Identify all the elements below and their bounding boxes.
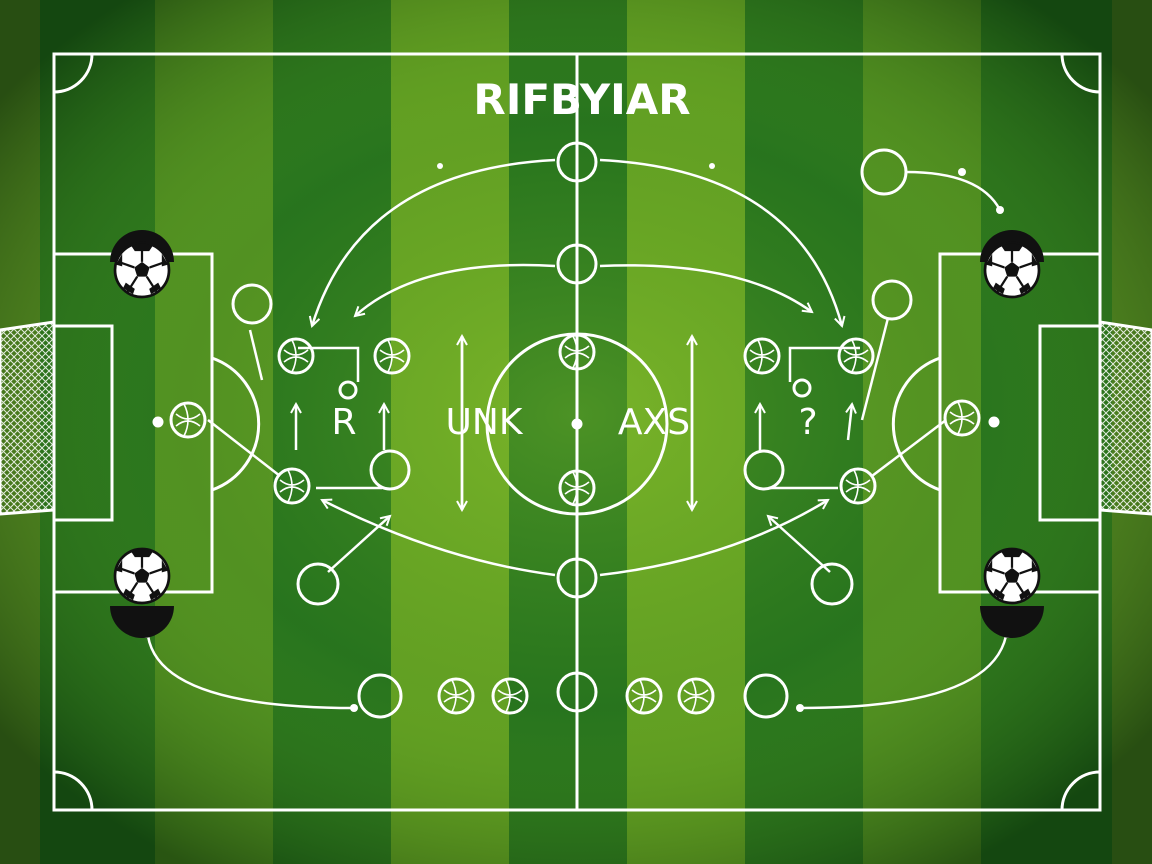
corner-arc-br: [1060, 770, 1101, 811]
soccer-ball-icon: [980, 230, 1044, 299]
label-left-a: R: [331, 402, 356, 443]
label-right-a: AXS: [618, 402, 690, 443]
left-penalty-arc: [211, 356, 261, 492]
right-penalty-spot: [988, 416, 1000, 428]
right-goal-net-icon: [1098, 320, 1152, 516]
label-left-b: UNK: [446, 402, 524, 443]
diagram-title: RIFBYIAR: [473, 75, 690, 124]
player-marker-icon: [296, 562, 340, 606]
player-marker-icon: [338, 380, 358, 400]
movement-arrows: [146, 158, 1008, 710]
soccer-ball-icon: [110, 230, 174, 299]
corner-arc-tr: [1060, 53, 1101, 94]
player-marker-icon: [792, 378, 812, 398]
player-marker-icon: [369, 449, 411, 491]
midfield-labels: R UNK AXS ?: [331, 402, 817, 443]
left-goal-net-icon: [0, 320, 56, 516]
player-marker-icon: [231, 283, 273, 325]
players: [169, 148, 981, 719]
corner-arc-tl: [53, 53, 94, 94]
soccer-ball-icon: [980, 547, 1044, 638]
soccer-ball-icon: [110, 547, 174, 638]
player-marker-icon: [743, 449, 785, 491]
label-right-b: ?: [798, 402, 817, 443]
player-marker-icon: [743, 673, 789, 719]
halfway-markers: [556, 141, 598, 713]
player-marker-icon: [357, 673, 403, 719]
right-penalty-arc: [891, 356, 941, 492]
left-penalty-spot: [152, 416, 164, 428]
corner-arc-bl: [53, 770, 94, 811]
player-marker-icon: [810, 562, 854, 606]
left-goal-area: [52, 324, 114, 522]
player-marker-icon: [860, 148, 908, 196]
player-marker-icon: [871, 279, 913, 321]
right-goal-area: [1038, 324, 1102, 522]
